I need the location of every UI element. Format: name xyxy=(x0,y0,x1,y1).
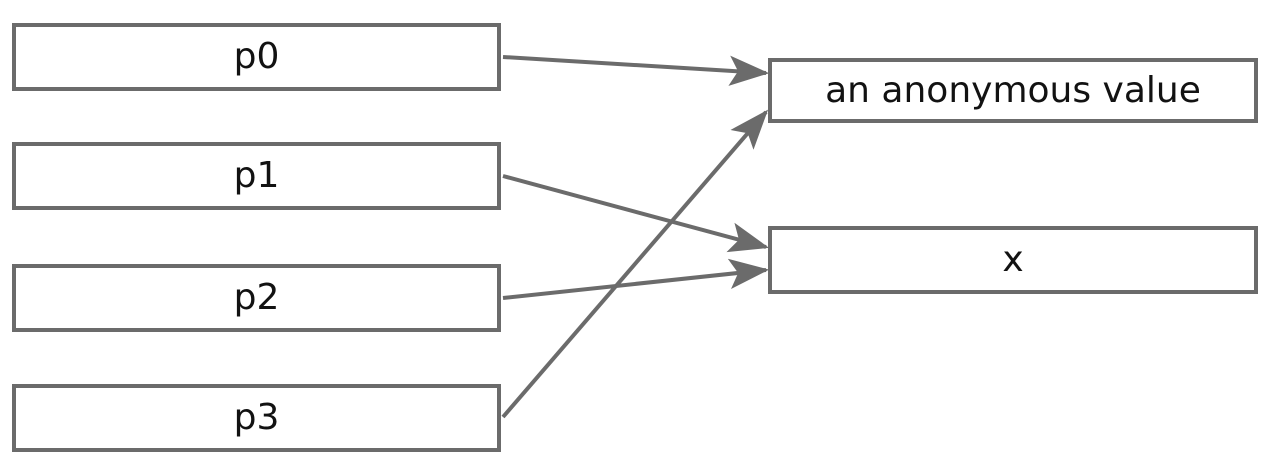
node-label-anonymous-value: an anonymous value xyxy=(825,69,1201,111)
node-anonymous-value[interactable]: an anonymous value xyxy=(768,58,1258,123)
edge-p1-to-x xyxy=(502,174,770,253)
node-label-p2: p2 xyxy=(233,277,280,318)
node-x[interactable]: x xyxy=(768,226,1258,294)
node-p1[interactable]: p1 xyxy=(12,142,501,210)
node-p2[interactable]: p2 xyxy=(12,264,501,332)
edge-p0-to-anon xyxy=(502,55,770,86)
node-label-p0: p0 xyxy=(233,36,280,77)
node-label-x: x xyxy=(1002,239,1024,280)
node-p0[interactable]: p0 xyxy=(12,23,501,91)
node-label-p1: p1 xyxy=(233,155,280,196)
edges-group xyxy=(501,55,770,419)
node-label-p3: p3 xyxy=(233,397,280,438)
edge-p3-to-anon xyxy=(501,109,769,419)
edge-p2-to-x xyxy=(502,258,770,300)
node-p3[interactable]: p3 xyxy=(12,384,501,452)
